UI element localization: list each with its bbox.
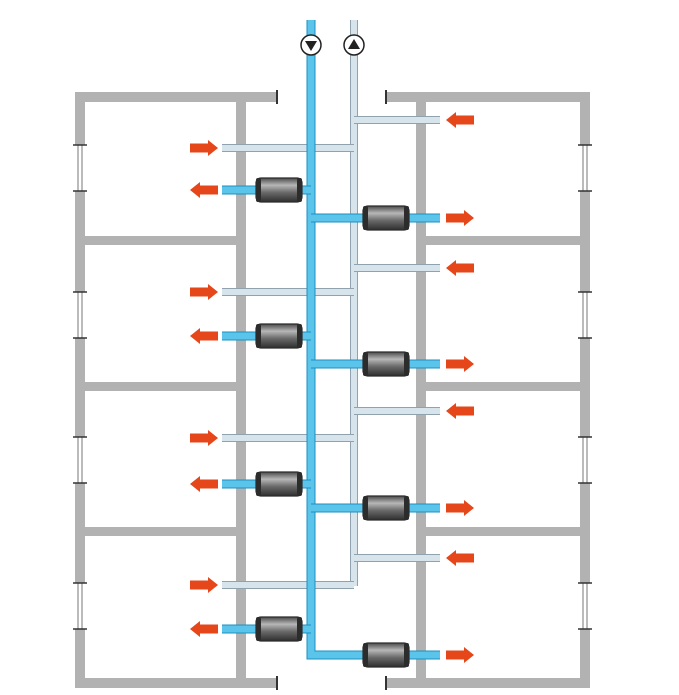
window-opening	[74, 145, 86, 191]
heat-meter-icon	[255, 323, 303, 349]
arrow-right-icon	[446, 356, 474, 372]
heat-meter-icon	[362, 351, 410, 377]
arrow-right-icon	[446, 647, 474, 663]
building-walls	[75, 90, 590, 690]
wall-segment	[416, 236, 590, 245]
meter-cap	[363, 352, 368, 376]
wall-segment	[75, 92, 278, 102]
meter-cap	[363, 496, 368, 520]
arrow-left-icon	[446, 550, 474, 566]
wall-segment	[75, 527, 246, 536]
arrow-right-icon	[190, 430, 218, 446]
window-opening	[579, 292, 591, 338]
meter-body	[362, 351, 410, 377]
arrow-left-icon	[190, 476, 218, 492]
meter-body	[362, 205, 410, 231]
arrow-right-icon	[446, 210, 474, 226]
heat-meter-icon	[255, 177, 303, 203]
meter-cap	[256, 178, 261, 202]
window-opening	[579, 437, 591, 483]
meter-cap	[404, 496, 409, 520]
arrow-left-icon	[190, 328, 218, 344]
window-opening	[74, 292, 86, 338]
meter-cap	[404, 206, 409, 230]
wall-end-mark	[276, 90, 278, 104]
wall-segment	[416, 382, 590, 391]
arrow-left-icon	[446, 112, 474, 128]
arrow-right-icon	[190, 284, 218, 300]
flow-arrows	[190, 112, 474, 663]
wall-segment	[75, 678, 278, 688]
meter-cap	[297, 178, 302, 202]
meter-body	[255, 471, 303, 497]
arrow-right-icon	[446, 500, 474, 516]
meter-cap	[256, 617, 261, 641]
circulation-pump-icon	[343, 34, 365, 56]
window-opening	[579, 145, 591, 191]
heat-meters	[255, 177, 410, 668]
meter-body	[255, 177, 303, 203]
meter-cap	[256, 324, 261, 348]
wall-segment	[416, 527, 590, 536]
window-opening	[74, 583, 86, 629]
arrow-left-icon	[446, 403, 474, 419]
meter-body	[362, 495, 410, 521]
window-opening	[579, 583, 591, 629]
meter-cap	[297, 617, 302, 641]
meter-cap	[404, 643, 409, 667]
meter-cap	[363, 643, 368, 667]
meter-body	[255, 616, 303, 642]
meter-cap	[363, 206, 368, 230]
circulation-pump-icon	[300, 34, 322, 56]
meter-cap	[404, 352, 409, 376]
heat-meter-icon	[362, 205, 410, 231]
wall-end-mark	[385, 90, 387, 104]
arrow-left-icon	[446, 260, 474, 276]
arrow-right-icon	[190, 577, 218, 593]
wall-segment	[75, 236, 246, 245]
building-windows	[73, 144, 592, 630]
wall-end-mark	[385, 676, 387, 690]
arrow-left-icon	[190, 182, 218, 198]
arrow-up-icon	[348, 39, 360, 49]
wall-segment	[387, 92, 590, 102]
return-pipe-network	[222, 20, 440, 589]
heat-meter-icon	[362, 642, 410, 668]
heat-meter-icon	[255, 471, 303, 497]
meter-body	[255, 323, 303, 349]
arrow-left-icon	[190, 621, 218, 637]
wall-end-mark	[276, 676, 278, 690]
wall-segment	[75, 382, 246, 391]
arrow-down-icon	[305, 41, 317, 51]
arrow-right-icon	[190, 140, 218, 156]
pumps	[300, 34, 365, 56]
meter-cap	[297, 472, 302, 496]
wall-segment	[387, 678, 590, 688]
window-opening	[74, 437, 86, 483]
heat-meter-icon	[362, 495, 410, 521]
meter-cap	[297, 324, 302, 348]
meter-cap	[256, 472, 261, 496]
meter-body	[362, 642, 410, 668]
heat-meter-icon	[255, 616, 303, 642]
